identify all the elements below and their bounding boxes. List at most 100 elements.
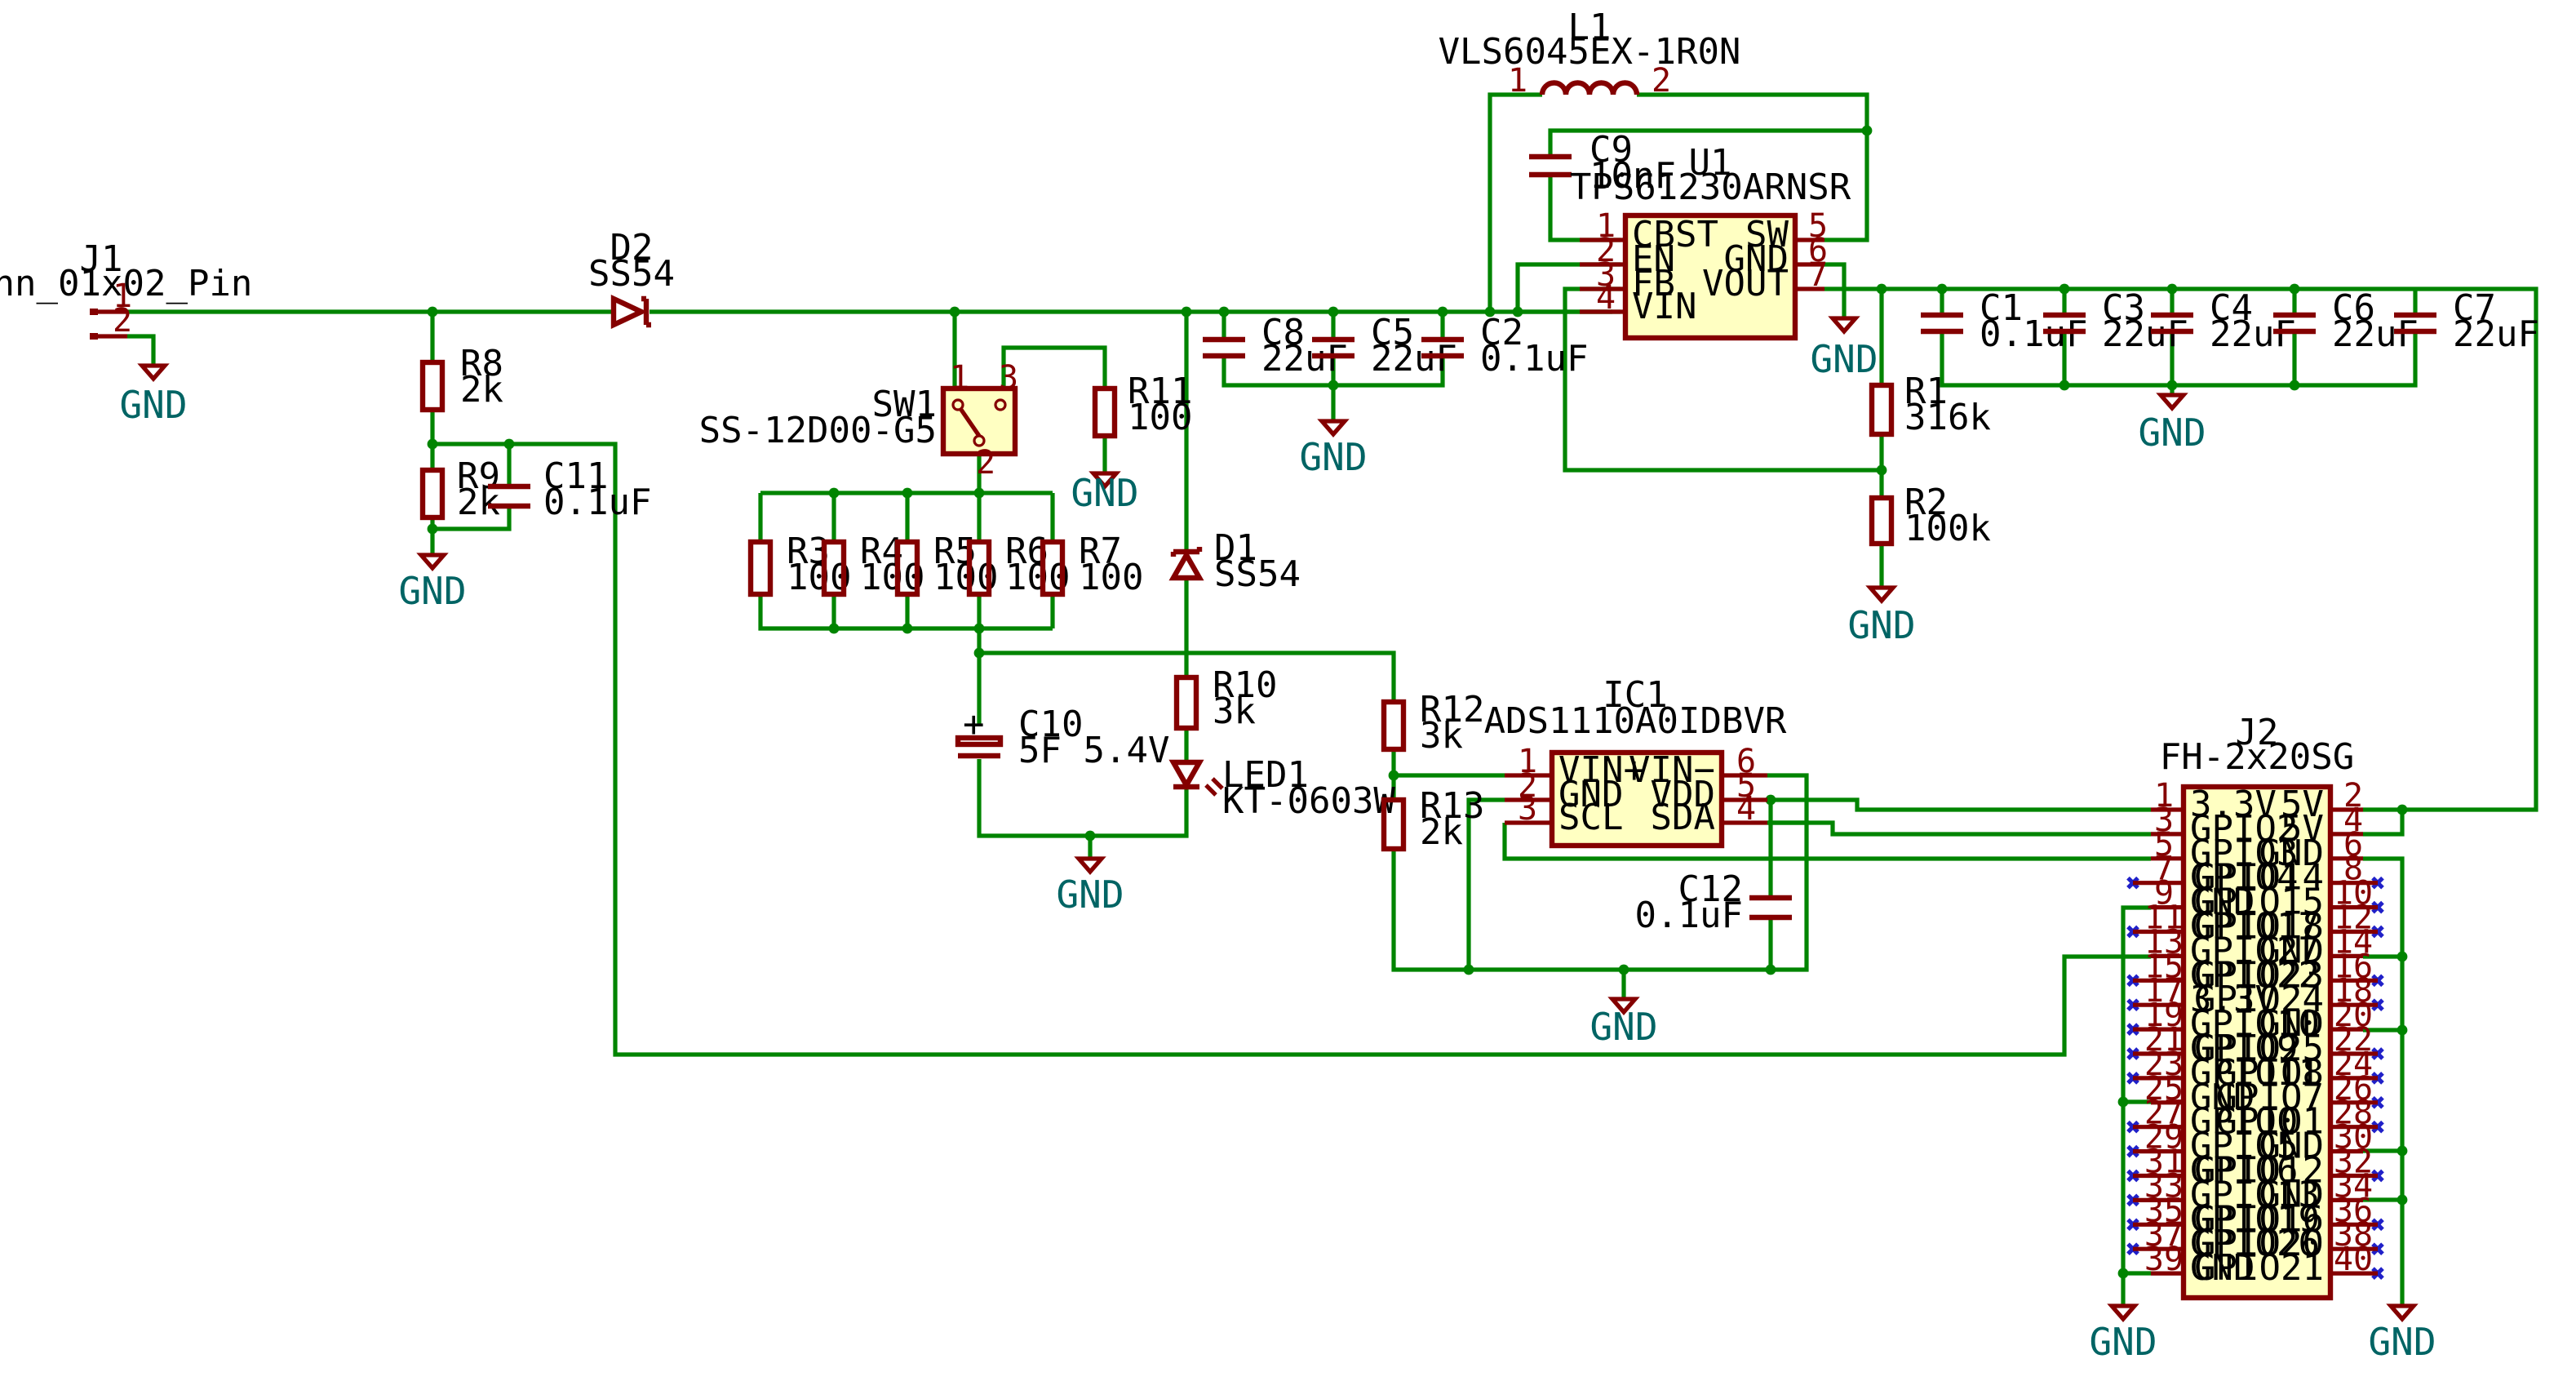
j2-pin-num-right: 8	[2343, 850, 2363, 888]
j1-pin-1: 1	[113, 278, 132, 315]
j2-pin-num-right: 2	[2343, 777, 2363, 815]
gnd-symbol-r11: GND	[1071, 471, 1138, 515]
j2-pin-name-left: GPIO4	[2190, 857, 2298, 899]
c7-ref: C7	[2453, 287, 2496, 329]
resistor-r7: R7 100	[1040, 531, 1143, 598]
j2-pin-name-left: GPIO27	[2190, 930, 2320, 971]
ic-ic1: IC1 ADS1110A0IDBVR VIN+ GND SCL 1 2 3 VI…	[1484, 674, 1787, 849]
j2-pin-num-left: 39	[2144, 1241, 2184, 1278]
wire-ic1-scl	[1502, 823, 2151, 861]
resistor-r12: R12 3k	[1381, 689, 1484, 757]
wire-j2-5v	[2363, 810, 2405, 837]
d1-value: SS54	[1214, 553, 1301, 595]
d2-ref: D2	[610, 227, 654, 269]
u1-value: TPS61230ARNSR	[1570, 167, 1851, 208]
junction	[1765, 794, 1776, 806]
wire-j1-gnd	[127, 334, 156, 366]
sw1-pin-2: 2	[976, 444, 995, 482]
j2-pin-name-left: GPIO26	[2190, 1223, 2320, 1264]
j2-pin-name-left: GPIO5	[2190, 1126, 2298, 1167]
c10-ref: C10	[1018, 704, 1083, 745]
c2-value: 0.1uF	[1480, 338, 1588, 380]
diode-d1: D1 SS54	[1168, 527, 1301, 595]
junction	[2289, 380, 2300, 391]
gnd-symbol-ic1: GND	[1589, 997, 1658, 1049]
gnd-symbol-j2-left: GND	[2089, 1303, 2157, 1364]
capacitor-c5: C5 22uF	[1312, 312, 1457, 380]
svg-text:GND: GND	[119, 383, 187, 427]
j2-pin-name-right: GND	[2259, 1003, 2324, 1045]
u1-ref: U1	[1689, 142, 1732, 184]
junction	[828, 623, 840, 634]
junction	[2059, 380, 2070, 391]
r11-value: 100	[1128, 397, 1192, 438]
j2-pin-name-right: GND	[2259, 1174, 2324, 1215]
u1-pin-num-2: 2	[1596, 232, 1616, 269]
junction	[973, 487, 985, 499]
c3-value: 22uF	[2102, 313, 2188, 355]
u1-pin-num-4: 4	[1596, 279, 1616, 317]
junction	[427, 523, 438, 535]
wire-sw1	[952, 312, 1107, 493]
j2-pin-name-right: GPIO23	[2194, 954, 2324, 996]
ic1-pin-num-1: 1	[1518, 743, 1537, 780]
j2-pin-name-right: 5V	[2281, 784, 2324, 825]
svg-text:GND: GND	[2138, 411, 2206, 455]
svg-text:GND: GND	[1847, 603, 1915, 647]
j2-pin-name-right: GPIO1	[2216, 1101, 2324, 1143]
c1-value: 0.1uF	[1980, 313, 2087, 355]
junction	[973, 647, 985, 659]
led1-value: KT-0603W	[1222, 780, 1395, 822]
wire-output-caps	[1940, 289, 2418, 395]
capacitor-c1: C1 0.1uF	[1921, 287, 2087, 355]
junction	[1512, 306, 1523, 318]
ic1-pin-name-6: VIN−	[1629, 749, 1715, 791]
j2-pin-num-right: 14	[2334, 923, 2373, 961]
l1-pin-1: 1	[1508, 62, 1527, 100]
junction	[1328, 306, 1339, 318]
wire-res-bank-bottom	[758, 594, 1055, 631]
j2-ref: J2	[2236, 712, 2279, 753]
junction	[1618, 964, 1629, 975]
junction	[1765, 964, 1776, 975]
u1-pin-num-5: 5	[1808, 207, 1828, 245]
j2-pin-name-left: GPIO2	[2190, 808, 2298, 850]
j2-pin-name-left: GPIO11	[2190, 1052, 2320, 1094]
capacitor-c6: C6 22uF	[2273, 287, 2419, 355]
ic1-pin-num-3: 3	[1518, 790, 1537, 828]
j2-pin-name-right: 5V	[2281, 808, 2324, 850]
j2-pin-name-right: GPIO7	[2216, 1077, 2324, 1118]
junction	[973, 623, 985, 634]
junction	[902, 487, 913, 499]
junction	[2396, 804, 2408, 815]
wire-to-r12	[979, 651, 1396, 702]
ic1-pin-num-2: 2	[1518, 767, 1537, 805]
j1-ref: J1	[80, 238, 123, 280]
j2-pin-name-right: GPIO12	[2194, 1150, 2324, 1192]
u1-pin-name-2: EN	[1632, 238, 1675, 280]
r7-value: 100	[1079, 557, 1143, 598]
ic1-pin-name-2: GND	[1558, 774, 1623, 815]
r4-value: 100	[860, 557, 924, 598]
u1-pin-name-3: FB	[1632, 263, 1675, 304]
gnd-symbol-u1: GND	[1810, 316, 1878, 381]
c6-value: 22uF	[2332, 313, 2419, 355]
u1-pin-num-1: 1	[1596, 207, 1616, 245]
j2-pin-name-right: GPIO14	[2194, 857, 2324, 899]
j2-pin-name-left: GND	[2190, 1077, 2255, 1118]
c1-ref: C1	[1980, 287, 2023, 329]
j2-pin-num-left: 25	[2144, 1070, 2184, 1108]
inductor-l1: L1 VLS6045EX-1R0N 1 2	[1439, 7, 1741, 100]
svg-text:GND: GND	[1299, 435, 1367, 479]
r1-value: 316k	[1904, 397, 1991, 438]
j2-pin-num-right: 20	[2334, 997, 2373, 1034]
capacitor-c7: C7 22uF	[2394, 287, 2539, 355]
j2-pin-num-right: 4	[2343, 802, 2363, 839]
junction	[427, 438, 438, 450]
j2-pin-name-right: GPIO18	[2194, 906, 2324, 948]
junction	[2289, 283, 2300, 295]
junction	[1876, 464, 1887, 476]
svg-text:GND: GND	[398, 569, 466, 613]
